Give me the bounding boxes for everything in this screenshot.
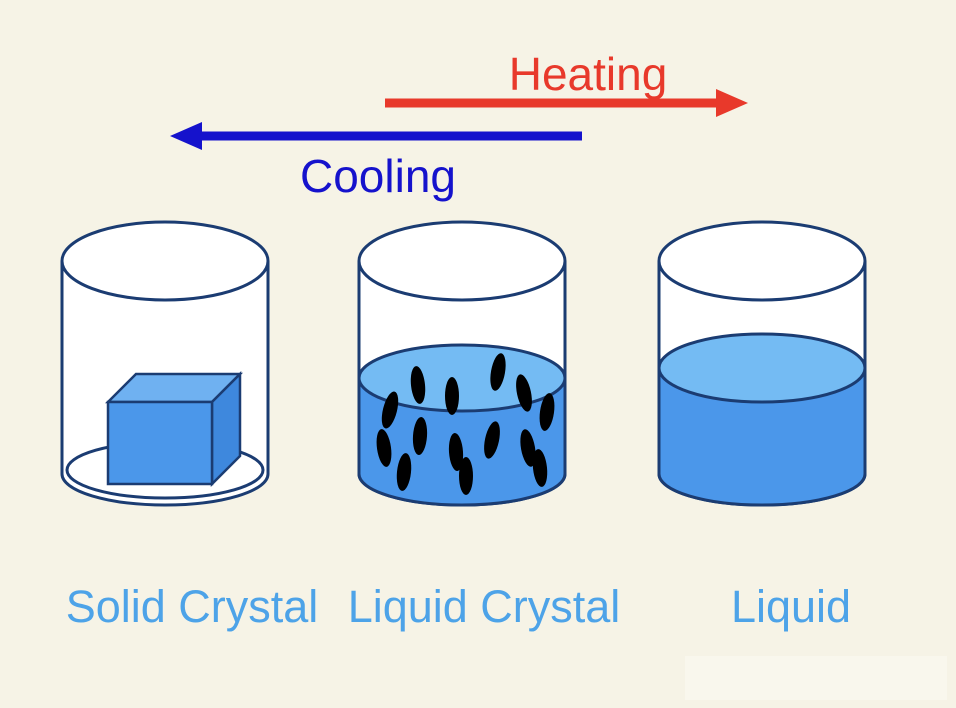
- beaker-liquid: [657, 220, 867, 507]
- liquid-crystal-label: Liquid Crystal: [348, 581, 621, 632]
- cooling-arrow-head: [170, 122, 202, 150]
- cooling-arrow-left-icon: [170, 122, 582, 150]
- liquid-label: Liquid: [731, 581, 851, 632]
- solid-crystal-cube-icon: [104, 370, 244, 488]
- heating-arrow-right-icon: [385, 89, 748, 117]
- beaker-rim: [60, 220, 270, 302]
- molecule-icon: [520, 429, 536, 467]
- molecule-icon: [445, 377, 459, 415]
- molecules-group: [376, 353, 555, 495]
- molecule-icon: [396, 453, 412, 491]
- beaker-rim: [657, 220, 867, 302]
- molecule-icon: [376, 429, 392, 467]
- heating-arrow-head: [716, 89, 748, 117]
- molecule-icon: [459, 457, 473, 495]
- solid-crystal-label: Solid Crystal: [66, 581, 319, 632]
- cooling-label: Cooling: [300, 150, 456, 202]
- molecule-icon: [539, 393, 555, 431]
- molecule-icon: [412, 417, 428, 455]
- liquid-surface: [357, 343, 567, 413]
- molecule-icon: [448, 433, 464, 471]
- molecule-icon: [484, 421, 500, 459]
- watermark-patch: [685, 656, 947, 700]
- molecule-icon: [532, 449, 548, 487]
- molecule-icon: [516, 374, 532, 412]
- molecule-icon: [490, 353, 506, 391]
- liquid-surface: [657, 332, 867, 404]
- beaker-rim: [357, 220, 567, 302]
- cube-front-face: [106, 400, 214, 486]
- beaker-solid-crystal: [60, 220, 270, 507]
- liquid-body: [657, 368, 867, 507]
- molecule-icon: [410, 366, 426, 404]
- beaker-liquid-crystal: [357, 220, 567, 507]
- heating-label: Heating: [509, 48, 668, 100]
- molecule-icon: [381, 391, 399, 429]
